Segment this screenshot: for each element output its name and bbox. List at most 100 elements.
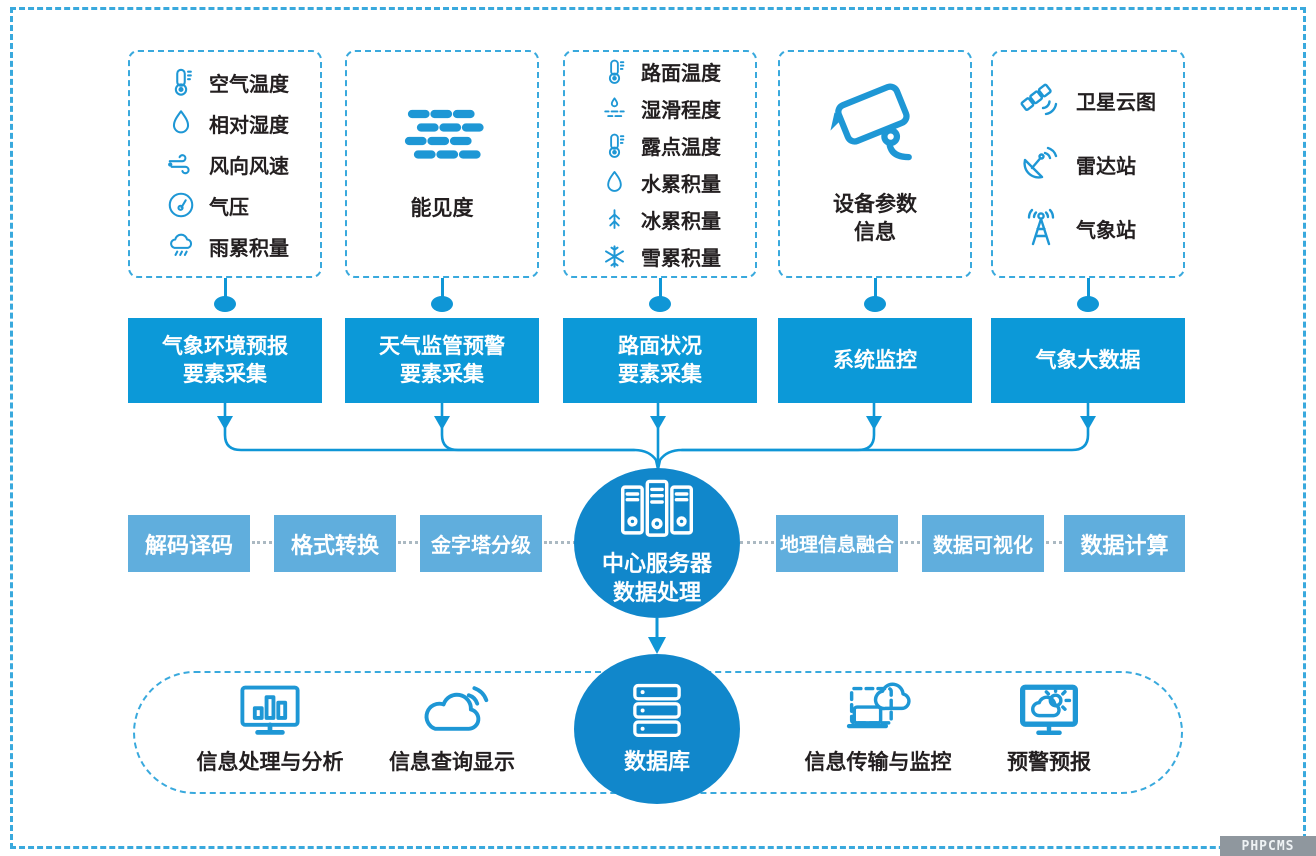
source-item-label: 相对湿度 (209, 114, 289, 137)
central-server-label-line1: 中心服务器 (601, 551, 712, 577)
collector-label: 路面状况 (618, 335, 702, 359)
output-item-query-display: 信息查询显示 (347, 680, 557, 776)
source-item-label: 卫星云图 (1076, 91, 1156, 114)
source-box-visibility: 能见度 (345, 50, 539, 278)
collector-box-road-condition: 路面状况 要素采集 (563, 318, 757, 403)
thermometer-icon (601, 132, 628, 159)
collector-box-system-monitor: 系统监控 (778, 318, 972, 403)
source-item: 空气温度 (130, 67, 289, 97)
monitor-chart-icon (236, 680, 304, 740)
monitor-weather-icon (1017, 680, 1081, 740)
source-item: 相对湿度 (130, 108, 289, 138)
connector-dot (864, 296, 886, 312)
database-stack-icon (626, 682, 688, 740)
collector-box-weather-warning: 天气监管预警 要素采集 (345, 318, 539, 403)
source-box-label: 能见度 (410, 197, 474, 221)
source-item-label: 雨累积量 (209, 237, 289, 260)
source-box-weather-sensors: 空气温度 相对湿度 风向风速 气压 雨累积量 (128, 50, 322, 278)
output-item-label: 信息查询显示 (389, 751, 515, 774)
process-box-pyramid-grading: 金字塔分级 (420, 515, 542, 572)
source-item-label: 空气温度 (209, 73, 289, 96)
connector-line (874, 278, 877, 302)
dotted-connector (740, 541, 774, 544)
outer-dashed-border (10, 7, 1306, 849)
source-box-label-line2: 信息 (854, 221, 896, 244)
process-label: 数据计算 (1080, 532, 1169, 558)
connector-dot (1077, 296, 1099, 312)
source-item-label: 路面温度 (641, 63, 721, 85)
antenna-icon (1019, 206, 1063, 250)
source-item: 雷达站 (993, 142, 1156, 186)
process-box-gis-fusion: 地理信息融合 (776, 515, 898, 572)
laptop-cloud-icon (840, 680, 916, 740)
output-item-label: 信息处理与分析 (196, 751, 344, 774)
output-item-label: 信息传输与监控 (804, 751, 952, 774)
radar-icon (1019, 142, 1063, 186)
source-item: 卫星云图 (993, 78, 1156, 122)
cctv-camera-icon (822, 81, 928, 173)
source-item: 水累积量 (565, 168, 721, 197)
process-box-format-convert: 格式转换 (274, 515, 396, 572)
connector-line (441, 278, 444, 302)
process-box-data-visualization: 数据可视化 (922, 515, 1044, 572)
central-server-label-line2: 数据处理 (612, 580, 701, 605)
source-box-device-info: 设备参数 信息 (778, 50, 972, 278)
source-item-label: 冰累积量 (641, 211, 721, 233)
converging-arrows (217, 403, 1096, 471)
source-item: 雨累积量 (130, 231, 289, 261)
source-item: 冰累积量 (565, 205, 721, 234)
database-hub: 数据库 (574, 654, 740, 804)
source-item-label: 雪累积量 (641, 248, 721, 270)
source-item: 风向风速 (130, 149, 289, 179)
snowflake-icon (601, 243, 628, 270)
satellite-icon (1019, 78, 1063, 122)
database-label: 数据库 (623, 748, 690, 774)
connector-line (224, 278, 227, 302)
connector-line (659, 278, 662, 302)
source-box-label-line1: 设备参数 (833, 193, 917, 217)
thermometer-icon (601, 58, 628, 85)
collector-label: 气象环境预报 (162, 335, 288, 359)
connector-dot (214, 296, 236, 312)
source-item-label: 雷达站 (1076, 155, 1136, 178)
process-label: 金字塔分级 (431, 535, 531, 557)
source-item: 气象站 (993, 206, 1156, 250)
collector-label: 气象大数据 (1035, 348, 1141, 372)
barometer-icon (166, 190, 196, 220)
source-item-label: 湿滑程度 (641, 100, 721, 122)
water-drop-icon (166, 108, 196, 138)
dotted-connector (398, 541, 418, 544)
source-item-label: 风向风速 (209, 155, 289, 178)
process-box-decode: 解码译码 (128, 515, 250, 572)
server-rack-icon (615, 478, 699, 542)
output-item-warning-forecast: 预警预报 (959, 680, 1139, 776)
source-item-label: 气象站 (1076, 219, 1136, 242)
source-item-label: 气压 (209, 196, 249, 219)
source-box-remote-sensing: 卫星云图 雷达站 气象站 (991, 50, 1185, 278)
water-drop-icon (601, 169, 628, 196)
source-item: 湿滑程度 (565, 94, 721, 123)
collector-label: 要素采集 (183, 362, 267, 386)
process-label: 格式转换 (290, 532, 379, 558)
dotted-connector (544, 541, 576, 544)
connector-line (1087, 278, 1090, 302)
source-item: 路面温度 (565, 57, 721, 86)
process-label: 解码译码 (144, 532, 233, 558)
dotted-connector (252, 541, 272, 544)
wind-icon (166, 149, 196, 179)
collector-label: 要素采集 (400, 362, 484, 386)
dotted-connector (900, 541, 920, 544)
collector-label: 天气监管预警 (379, 335, 505, 359)
collector-box-big-data: 气象大数据 (991, 318, 1185, 403)
fog-icon (394, 105, 490, 171)
server-to-database-arrow (648, 618, 666, 654)
source-item: 雪累积量 (565, 242, 721, 271)
process-box-data-computing: 数据计算 (1064, 515, 1185, 572)
central-server-hub: 中心服务器 数据处理 (574, 468, 740, 618)
wet-road-icon (601, 95, 628, 122)
source-box-road-sensors: 路面温度 湿滑程度 露点温度 水累积量 冰累积量 (563, 50, 757, 278)
collector-box-weather-forecast: 气象环境预报 要素采集 (128, 318, 322, 403)
ice-crystal-icon (601, 206, 628, 233)
phpcms-watermark: PHPCMS (1220, 836, 1316, 856)
